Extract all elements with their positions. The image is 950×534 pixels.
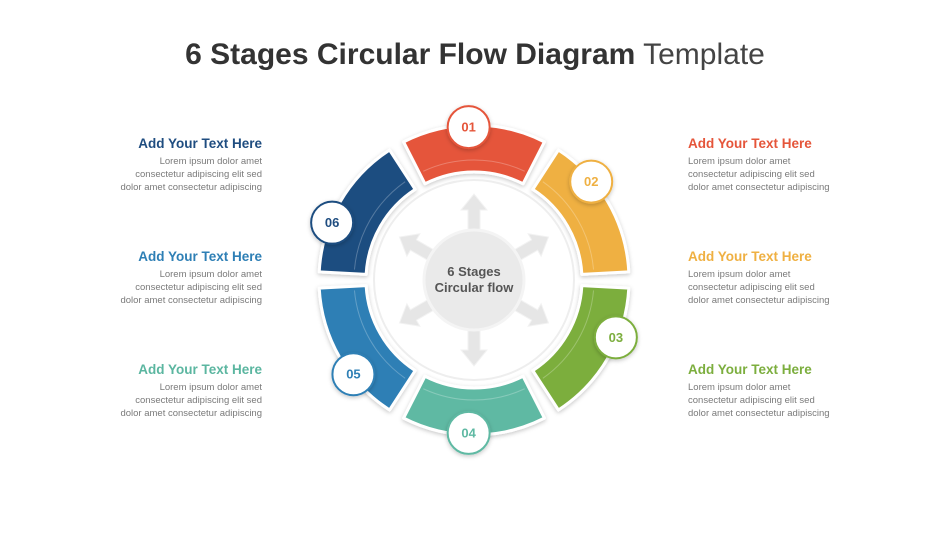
block-line: Lorem ipsum dolor amet bbox=[688, 382, 791, 393]
block-line: Lorem ipsum dolor amet bbox=[159, 156, 262, 167]
stage-number-03: 03 bbox=[609, 330, 623, 345]
text-block-bottom-right: Add Your Text Here Lorem ipsum dolor ame… bbox=[688, 362, 888, 420]
stage-badges: 01 02 03 04 05 06 bbox=[310, 105, 638, 455]
block-line: Lorem ipsum dolor amet bbox=[688, 269, 791, 280]
stage-badge-03 bbox=[593, 315, 638, 360]
segment-highlight-05 bbox=[353, 290, 406, 379]
block-heading: Add Your Text Here bbox=[688, 249, 812, 264]
block-heading: Add Your Text Here bbox=[688, 362, 812, 377]
radial-arrow-icon bbox=[459, 193, 489, 233]
text-block-mid-right: Add Your Text Here Lorem ipsum dolor ame… bbox=[688, 249, 888, 307]
segment-highlight-02 bbox=[542, 181, 595, 270]
block-line: consectetur adipiscing elit sed bbox=[688, 394, 815, 406]
stage-badge-02 bbox=[569, 159, 614, 204]
ring-segment-04 bbox=[402, 374, 546, 437]
stage-badge-06 bbox=[310, 200, 355, 245]
block-line: Lorem ipsum dolor amet bbox=[159, 269, 262, 280]
stage-badge-01 bbox=[446, 105, 491, 150]
block-line: dolor amet consectetur adipiscing bbox=[688, 181, 830, 193]
center-circle bbox=[422, 228, 526, 332]
block-line: consectetur adipiscing elit sed bbox=[135, 168, 262, 180]
block-line: consectetur adipiscing elit sed bbox=[688, 281, 815, 293]
block-heading: Add Your Text Here bbox=[688, 136, 812, 151]
center-label-line2: Circular flow bbox=[435, 280, 515, 295]
segment-highlight-04 bbox=[423, 388, 525, 401]
center-label-line1: 6 Stages bbox=[447, 264, 500, 279]
radial-arrow-icon bbox=[398, 233, 437, 262]
block-line: consectetur adipiscing elit sed bbox=[135, 281, 262, 293]
title-light: Template bbox=[643, 38, 765, 71]
radial-arrow-icon bbox=[459, 327, 489, 367]
block-heading: Add Your Text Here bbox=[138, 362, 262, 377]
stage-number-05: 05 bbox=[346, 367, 360, 382]
center-arrows bbox=[398, 193, 550, 367]
block-heading: Add Your Text Here bbox=[138, 249, 262, 264]
segment-highlight-01 bbox=[423, 159, 525, 172]
stage-number-01: 01 bbox=[461, 120, 475, 135]
stage-badge-04 bbox=[446, 410, 491, 455]
text-block-top-right: Add Your Text Here Lorem ipsum dolor ame… bbox=[688, 136, 888, 194]
stage-badge-05 bbox=[331, 352, 376, 397]
ring-segment-01 bbox=[402, 123, 546, 186]
block-line: dolor amet consectetur adipiscing bbox=[688, 294, 830, 306]
stage-number-06: 06 bbox=[325, 215, 339, 230]
text-block-mid-left: Add Your Text Here Lorem ipsum dolor ame… bbox=[62, 249, 262, 307]
title-bold: 6 Stages Circular Flow Diagram bbox=[185, 38, 636, 71]
segment-highlight-03 bbox=[542, 290, 595, 379]
block-line: dolor amet consectetur adipiscing bbox=[120, 407, 262, 419]
block-line: consectetur adipiscing elit sed bbox=[688, 168, 815, 180]
stage-number-02: 02 bbox=[584, 174, 598, 189]
segment-highlight-06 bbox=[353, 181, 406, 270]
block-line: consectetur adipiscing elit sed bbox=[135, 394, 262, 406]
text-block-bottom-left: Add Your Text Here Lorem ipsum dolor ame… bbox=[62, 362, 262, 420]
block-line: dolor amet consectetur adipiscing bbox=[120, 181, 262, 193]
block-line: dolor amet consectetur adipiscing bbox=[120, 294, 262, 306]
radial-arrow-icon bbox=[511, 298, 550, 327]
stage-number-04: 04 bbox=[461, 425, 476, 440]
radial-arrow-icon bbox=[511, 233, 550, 262]
radial-arrow-icon bbox=[398, 298, 437, 327]
inner-ring-guide bbox=[373, 179, 575, 381]
block-line: Lorem ipsum dolor amet bbox=[688, 156, 791, 167]
page-title: 6 Stages Circular Flow Diagram Template bbox=[0, 38, 950, 72]
block-line: Lorem ipsum dolor amet bbox=[159, 382, 262, 393]
block-line: dolor amet consectetur adipiscing bbox=[688, 407, 830, 419]
block-heading: Add Your Text Here bbox=[138, 136, 262, 151]
text-block-top-left: Add Your Text Here Lorem ipsum dolor ame… bbox=[62, 136, 262, 194]
